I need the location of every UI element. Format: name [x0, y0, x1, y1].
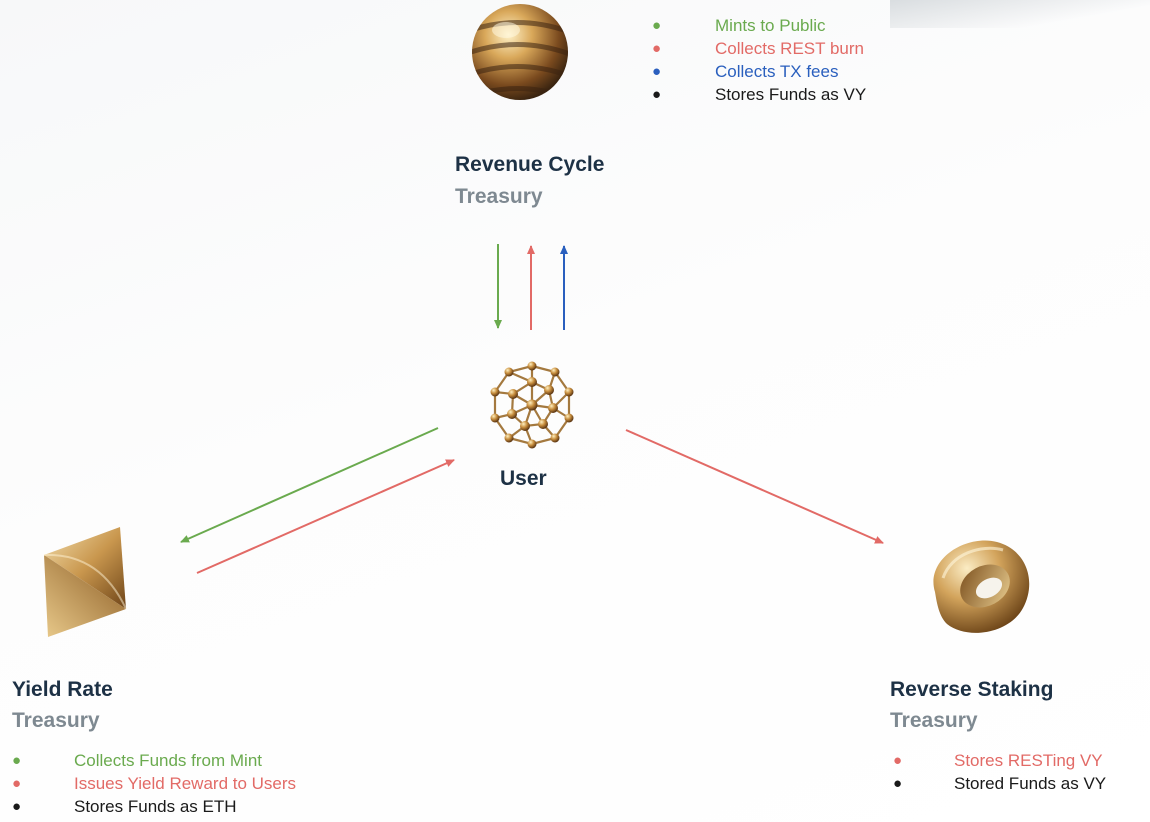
flow-arrow-user-to-yield-green: [180, 427, 439, 543]
bullet-text: Stores Funds as VY: [715, 85, 867, 104]
bullet-dot: ●: [12, 798, 22, 815]
yield-rate-bullets: ● Collects Funds from Mint ● Issues Yiel…: [12, 749, 412, 818]
gold-torus-icon: [915, 530, 1039, 640]
list-item: ● Stores RESTing VY: [893, 749, 1150, 772]
list-item: ● Stores Funds as ETH: [12, 795, 412, 818]
bullet-dot: ●: [652, 40, 662, 57]
user-title: User: [500, 467, 547, 490]
bullet-dot: ●: [12, 752, 22, 769]
yield-rate-subtitle: Treasury: [12, 709, 100, 732]
striped-gold-sphere-icon: [470, 2, 570, 102]
list-item: ● Stored Funds as VY: [893, 772, 1150, 795]
bullet-text: Mints to Public: [715, 16, 826, 35]
reverse-staking-subtitle: Treasury: [890, 709, 978, 732]
revenue-cycle-bullets: ● Mints to Public ● Collects REST burn ●…: [652, 14, 952, 106]
bullet-text: Collects REST burn: [715, 39, 864, 58]
list-item: ● Issues Yield Reward to Users: [12, 772, 412, 795]
gold-geodesic-sphere-icon: [485, 358, 579, 452]
list-item: ● Collects REST burn: [652, 37, 952, 60]
revenue-cycle-title: Revenue Cycle: [455, 153, 605, 176]
bullet-text: Collects TX fees: [715, 62, 839, 81]
reverse-staking-bullets: ● Stores RESTing VY ● Stored Funds as VY: [893, 749, 1150, 795]
list-item: ● Collects TX fees: [652, 60, 952, 83]
flow-arrow-user-to-reverse-red: [625, 429, 884, 544]
reverse-staking-title: Reverse Staking: [890, 678, 1054, 701]
bullet-dot: ●: [893, 752, 903, 769]
bullet-dot: ●: [652, 17, 662, 34]
list-item: ● Mints to Public: [652, 14, 952, 37]
list-item: ● Stores Funds as VY: [652, 83, 952, 106]
bullet-text: Issues Yield Reward to Users: [74, 774, 297, 793]
bullet-dot: ●: [12, 775, 22, 792]
bullet-text: Stores RESTing VY: [954, 751, 1103, 770]
bullet-text: Collects Funds from Mint: [74, 751, 262, 770]
yield-rate-title: Yield Rate: [12, 678, 113, 701]
revenue-cycle-subtitle: Treasury: [455, 185, 543, 208]
flow-arrow-yield-to-user-red: [196, 459, 455, 574]
bullet-text: Stored Funds as VY: [954, 774, 1107, 793]
bullet-text: Stores Funds as ETH: [74, 797, 237, 816]
gold-cone-icon: [40, 525, 130, 640]
bullet-dot: ●: [893, 775, 903, 792]
list-item: ● Collects Funds from Mint: [12, 749, 412, 772]
corner-shade: [890, 0, 1150, 28]
bullet-dot: ●: [652, 63, 662, 80]
bullet-dot: ●: [652, 86, 662, 103]
